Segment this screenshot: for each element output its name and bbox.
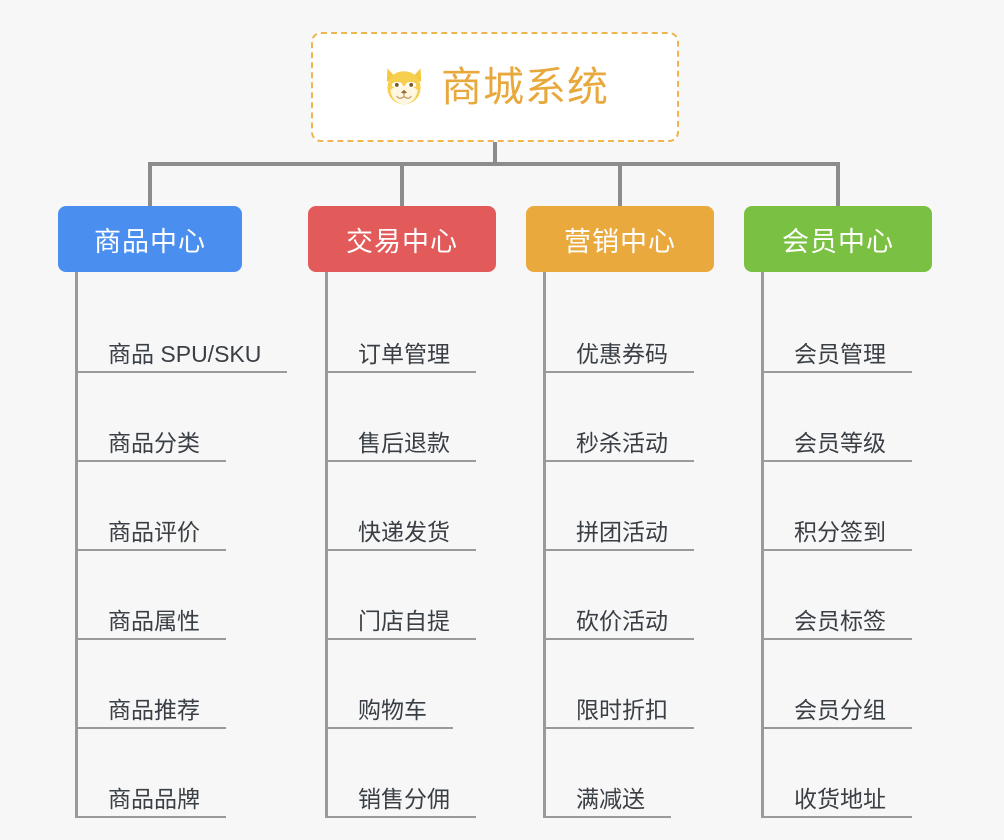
list-item-underline [328,816,476,818]
branch-header-label: 交易中心 [346,226,458,257]
branch-header-member-center[interactable]: 会员中心 [744,206,932,272]
list-item-underline [328,549,476,551]
list-item-underline [764,549,912,551]
connector-drop-1 [148,162,152,208]
list-item-underline [764,371,912,373]
list-item-underline [546,638,694,640]
list-item-underline [546,727,694,729]
connector-drop-2 [400,162,404,208]
list-item-label: 拼团活动 [576,518,668,545]
list-item[interactable]: 快递发货 [328,462,540,551]
list-item[interactable]: 满减送 [546,729,758,818]
list-item[interactable]: 商品品牌 [78,729,320,818]
list-item[interactable]: 售后退款 [328,373,540,462]
list-item-label: 商品品牌 [108,785,200,812]
list-item-underline [546,371,694,373]
list-item[interactable]: 会员分组 [764,640,976,729]
list-item[interactable]: 秒杀活动 [546,373,758,462]
list-item-underline [78,460,226,462]
list-item-label: 售后退款 [358,429,450,456]
list-item[interactable]: 会员管理 [764,284,976,373]
list-item[interactable]: 商品推荐 [78,640,320,729]
list-item-underline [546,816,671,818]
list-item[interactable]: 砍价活动 [546,551,758,640]
list-item-label: 会员等级 [794,429,886,456]
list-item-label: 砍价活动 [576,607,668,634]
list-item-underline [78,549,226,551]
list-item-label: 满减送 [576,785,645,812]
list-item-underline [78,371,287,373]
branch-children-marketing-center: 优惠券码 秒杀活动 拼团活动 砍价活动 限时折扣 满减送 [543,272,758,818]
list-item-underline [328,638,476,640]
connector-horizontal-bar [148,162,840,166]
list-item-label: 积分签到 [794,518,886,545]
list-item-label: 商品推荐 [108,696,200,723]
list-item[interactable]: 购物车 [328,640,540,729]
list-item[interactable]: 商品评价 [78,462,320,551]
list-item-label: 商品 SPU/SKU [108,340,262,367]
list-item-underline [764,460,912,462]
root-node[interactable]: 商城系统 [311,32,679,142]
list-item-label: 商品分类 [108,429,200,456]
list-item-underline [78,816,226,818]
shiba-dog-icon [386,68,422,105]
branch-member-center: 会员中心 会员管理 会员等级 积分签到 会员标签 会员分组 收货地址 [744,206,976,818]
branch-product-center: 商品中心 商品 SPU/SKU 商品分类 商品评价 商品属性 商品推荐 商品品牌 [58,206,320,818]
connector-drop-4 [836,162,840,208]
list-item-label: 门店自提 [358,607,450,634]
list-item-underline [764,727,912,729]
list-item[interactable]: 商品属性 [78,551,320,640]
list-item-label: 秒杀活动 [576,429,668,456]
branch-header-trade-center[interactable]: 交易中心 [308,206,496,272]
list-item-label: 限时折扣 [576,696,668,723]
branch-header-label: 营销中心 [564,226,676,257]
list-item[interactable]: 积分签到 [764,462,976,551]
list-item-underline [328,371,476,373]
list-item-label: 收货地址 [794,785,886,812]
list-item[interactable]: 会员标签 [764,551,976,640]
list-item[interactable]: 门店自提 [328,551,540,640]
list-item-underline [764,638,912,640]
list-item-underline [328,460,476,462]
branch-header-label: 商品中心 [94,226,206,257]
branch-header-product-center[interactable]: 商品中心 [58,206,242,272]
list-item-label: 商品属性 [108,607,200,634]
list-item-label: 会员标签 [794,607,886,634]
list-item-label: 购物车 [358,696,427,723]
root-title: 商城系统 [441,63,609,110]
list-item-label: 商品评价 [108,518,200,545]
list-item-label: 销售分佣 [358,785,450,812]
connector-drop-3 [618,162,622,208]
branch-trade-center: 交易中心 订单管理 售后退款 快递发货 门店自提 购物车 销售分佣 [308,206,540,818]
list-item[interactable]: 拼团活动 [546,462,758,551]
list-item[interactable]: 优惠券码 [546,284,758,373]
list-item-underline [78,638,226,640]
list-item[interactable]: 收货地址 [764,729,976,818]
branch-children-product-center: 商品 SPU/SKU 商品分类 商品评价 商品属性 商品推荐 商品品牌 [75,272,320,818]
list-item[interactable]: 商品 SPU/SKU [78,284,320,373]
list-item-label: 会员管理 [794,340,886,367]
list-item-label: 快递发货 [358,518,450,545]
connector-stem [493,142,497,164]
branch-header-marketing-center[interactable]: 营销中心 [526,206,714,272]
list-item[interactable]: 限时折扣 [546,640,758,729]
branch-children-trade-center: 订单管理 售后退款 快递发货 门店自提 购物车 销售分佣 [325,272,540,818]
list-item[interactable]: 会员等级 [764,373,976,462]
list-item-underline [328,727,453,729]
list-item-underline [546,460,694,462]
list-item-underline [764,816,912,818]
branch-marketing-center: 营销中心 优惠券码 秒杀活动 拼团活动 砍价活动 限时折扣 满减送 [526,206,758,818]
list-item[interactable]: 订单管理 [328,284,540,373]
list-item-underline [546,549,694,551]
branch-children-member-center: 会员管理 会员等级 积分签到 会员标签 会员分组 收货地址 [761,272,976,818]
list-item[interactable]: 销售分佣 [328,729,540,818]
branch-header-label: 会员中心 [782,226,894,257]
list-item-underline [78,727,226,729]
list-item-label: 优惠券码 [576,340,668,367]
list-item-label: 订单管理 [358,340,450,367]
list-item[interactable]: 商品分类 [78,373,320,462]
list-item-label: 会员分组 [794,696,886,723]
